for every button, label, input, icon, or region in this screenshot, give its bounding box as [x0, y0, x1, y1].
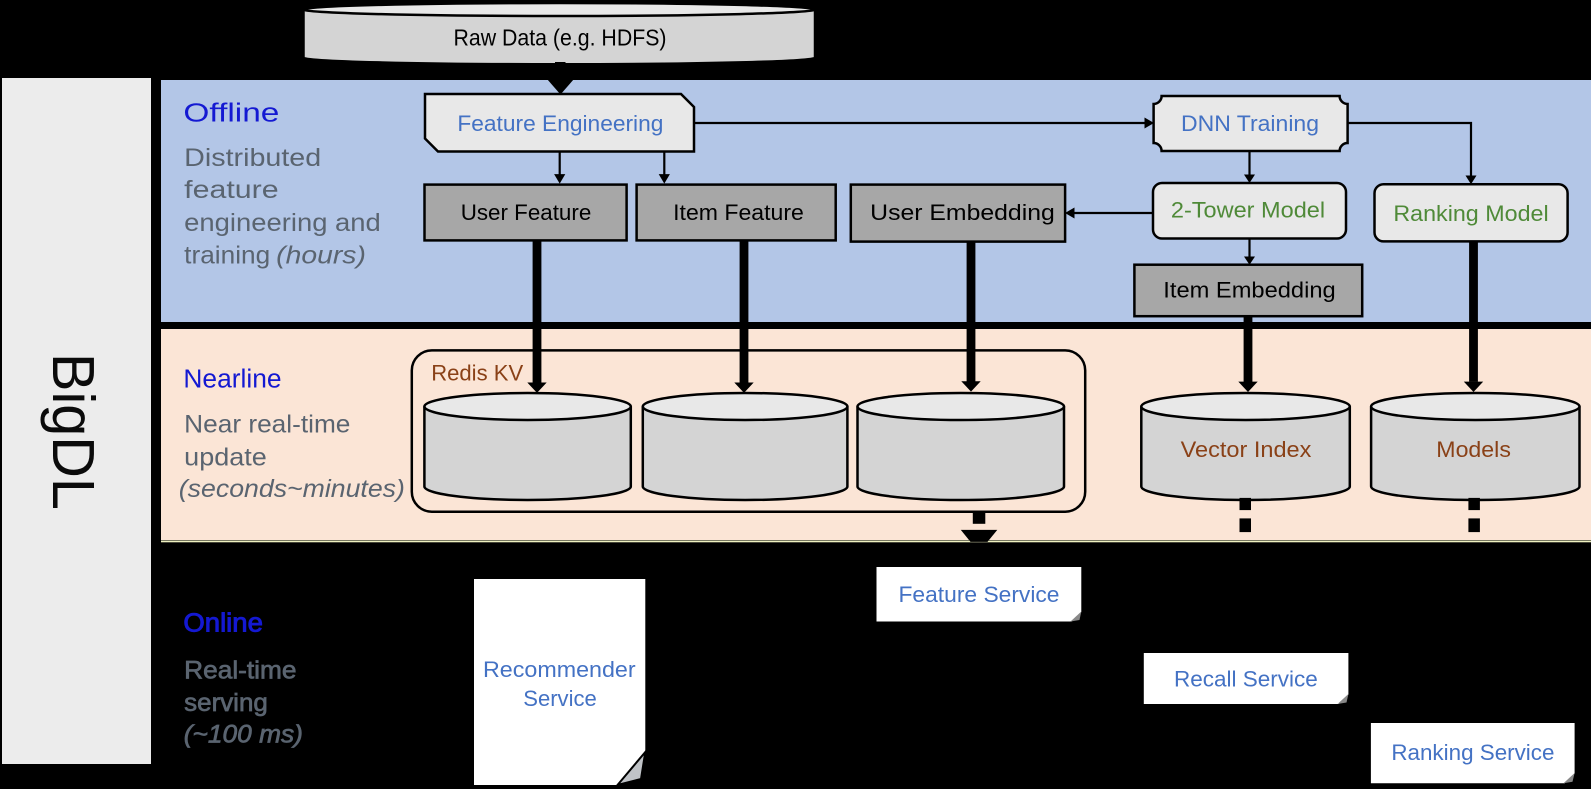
- svg-text:Real-time: Real-time: [184, 657, 296, 685]
- svg-text:update: update: [184, 443, 267, 471]
- svg-text:2-Tower Model: 2-Tower Model: [1171, 198, 1325, 223]
- svg-text:Feature Service: Feature Service: [899, 582, 1060, 607]
- svg-text:engineering and: engineering and: [184, 209, 381, 237]
- svg-text:User Embedding: User Embedding: [870, 200, 1055, 225]
- svg-text:Online: Online: [183, 610, 263, 638]
- svg-text:Near real-time: Near real-time: [184, 410, 350, 438]
- svg-text:DNN Training: DNN Training: [1181, 111, 1319, 136]
- svg-text:serving: serving: [184, 689, 268, 717]
- svg-text:(hours): (hours): [276, 241, 366, 269]
- svg-text:Models: Models: [1436, 437, 1511, 462]
- svg-text:Raw Data (e.g. HDFS): Raw Data (e.g. HDFS): [454, 25, 667, 51]
- svg-text:feature: feature: [184, 176, 279, 204]
- svg-text:Offline: Offline: [183, 99, 279, 127]
- svg-text:User Feature: User Feature: [461, 200, 592, 225]
- svg-text:Distributed: Distributed: [184, 144, 321, 172]
- svg-text:Item Embedding: Item Embedding: [1163, 277, 1335, 302]
- svg-text:Recall Service: Recall Service: [1174, 666, 1318, 691]
- svg-text:(~100 ms): (~100 ms): [184, 720, 303, 748]
- svg-text:Feature Engineering: Feature Engineering: [457, 111, 663, 136]
- svg-text:Item Feature: Item Feature: [673, 200, 804, 225]
- svg-text:Ranking Model: Ranking Model: [1393, 201, 1548, 226]
- svg-text:Ranking Service: Ranking Service: [1391, 740, 1554, 765]
- svg-text:(seconds~minutes): (seconds~minutes): [179, 475, 405, 503]
- svg-text:Recommender: Recommender: [483, 657, 636, 682]
- svg-text:BigDL: BigDL: [40, 353, 106, 510]
- svg-text:training: training: [184, 241, 270, 269]
- svg-text:Service: Service: [523, 686, 597, 711]
- svg-text:Vector Index: Vector Index: [1181, 437, 1313, 462]
- svg-text:Nearline: Nearline: [183, 365, 281, 393]
- svg-text:Redis KV: Redis KV: [431, 360, 523, 385]
